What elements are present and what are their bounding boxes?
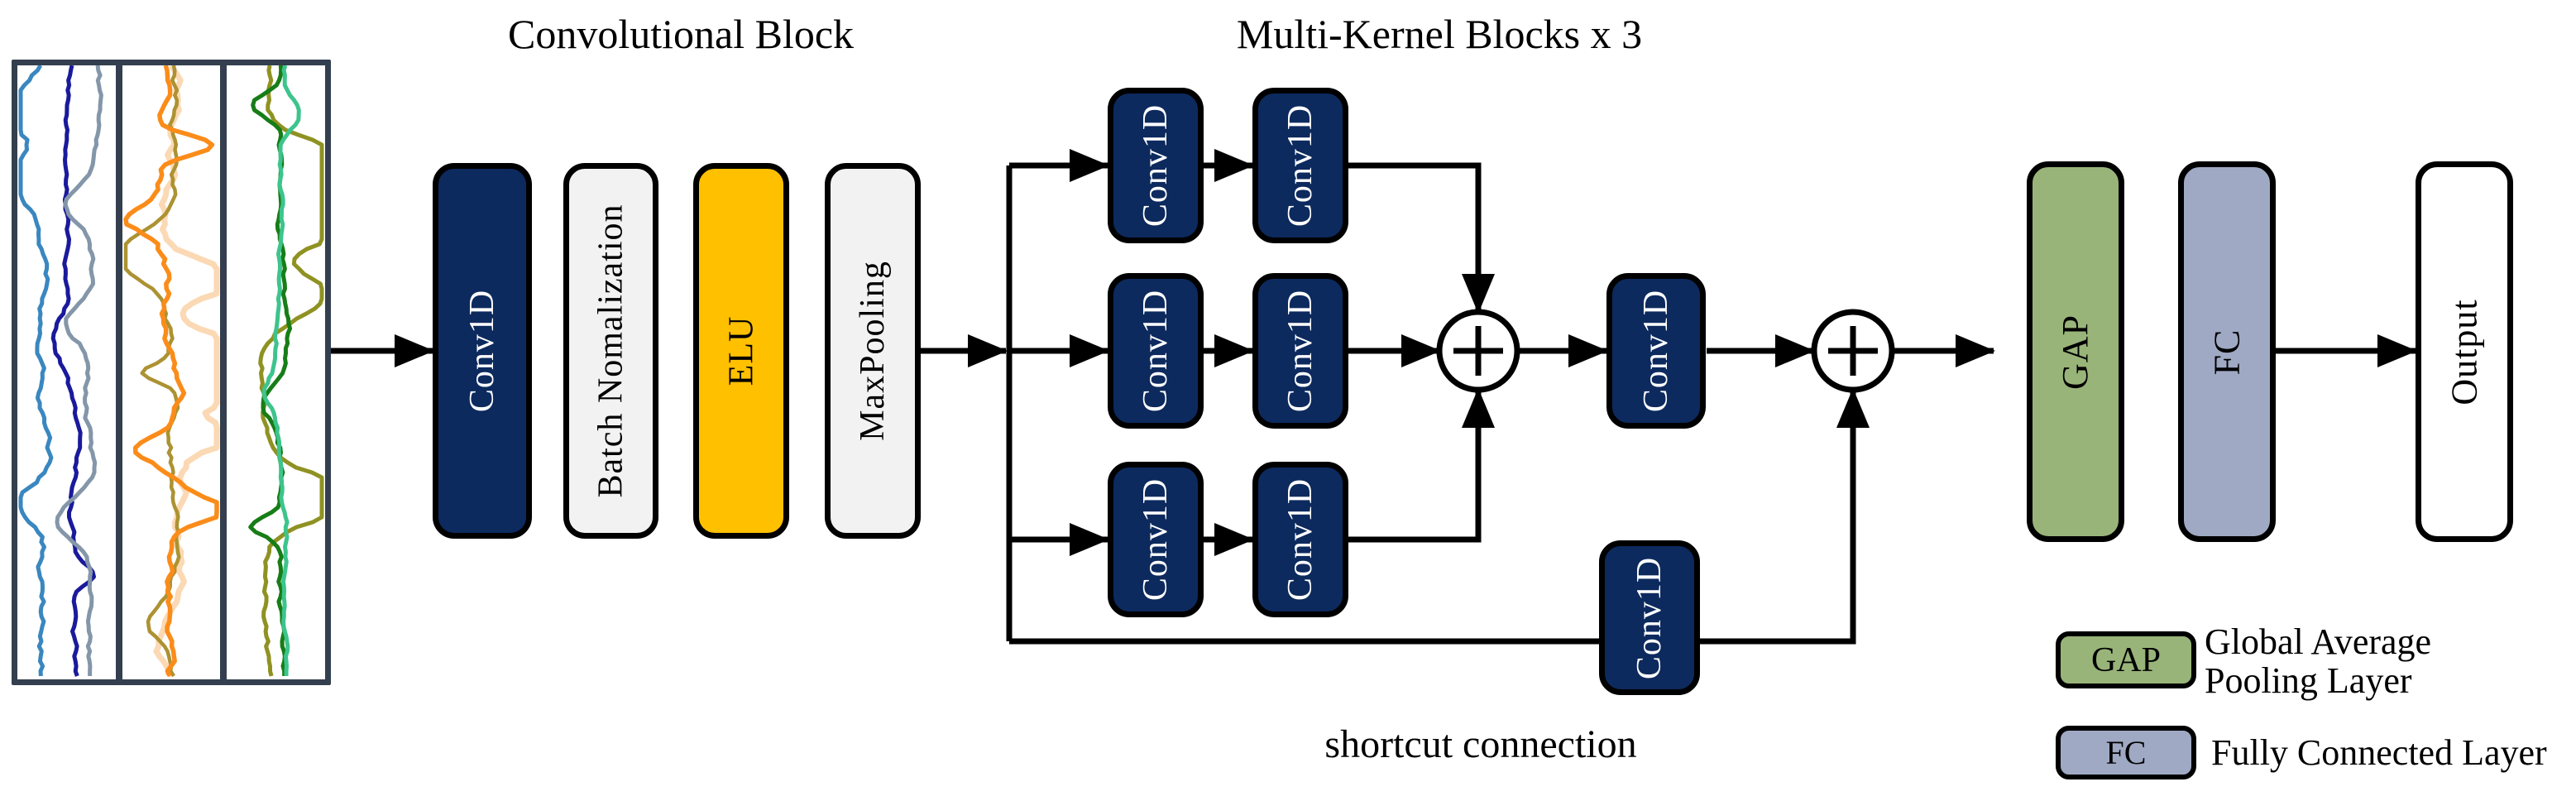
block-gap: GAP <box>2027 161 2124 542</box>
legend-gap-badge: GAP <box>2056 631 2196 688</box>
block-conv1d-row1-a: Conv1D <box>1108 88 1204 243</box>
block-label: Conv1D <box>1281 477 1320 602</box>
block-conv1d-main: Conv1D <box>433 163 532 539</box>
block-conv1d-row2-a: Conv1D <box>1108 273 1204 429</box>
block-label: Conv1D <box>1637 289 1676 413</box>
signal-track-2-plot <box>123 64 220 678</box>
signal-track-2 <box>122 64 220 679</box>
signal-trace <box>55 65 103 676</box>
legend-fc-text: Fully Connected Layer <box>2211 732 2547 773</box>
block-label: ELU <box>722 315 760 386</box>
signal-trace <box>50 65 96 677</box>
block-conv1d-post-merge: Conv1D <box>1606 273 1706 429</box>
signal-track-3 <box>227 65 325 679</box>
block-conv1d-row3-b: Conv1D <box>1252 462 1348 617</box>
block-label: GAP <box>2055 314 2096 390</box>
block-output: Output <box>2416 161 2513 542</box>
block-label: Conv1D <box>1137 289 1175 413</box>
block-label: Output <box>2444 298 2485 405</box>
signal-trace <box>258 65 324 677</box>
conv-block-title: Convolutional Block <box>507 11 855 57</box>
block-label: MaxPooling <box>854 261 892 441</box>
signal-track-1 <box>17 64 116 679</box>
row1-merge-arrow <box>1348 162 1495 314</box>
sum-nodes <box>1436 309 1895 393</box>
signal-trace <box>261 65 301 677</box>
shortcut-caption: shortcut connection <box>1324 722 1637 766</box>
legend-fc-badge: FC <box>2056 726 2196 779</box>
signal-track-3-plot <box>248 65 324 677</box>
block-label: Conv1D <box>1281 289 1320 413</box>
block-conv1d-shortcut: Conv1D <box>1599 540 1700 695</box>
multi-kernel-title: Multi-Kernel Blocks x 3 <box>1236 11 1643 57</box>
legend-gap-text-line2: Pooling Layer <box>2205 660 2412 701</box>
block-fc: FC <box>2178 161 2276 542</box>
signal-trace <box>18 64 54 677</box>
input-signals-panel <box>12 60 331 685</box>
block-conv1d-row2-b: Conv1D <box>1252 273 1348 429</box>
block-label: Conv1D <box>1630 556 1669 679</box>
block-batch-norm: Batch Nomalization <box>563 163 658 539</box>
block-label: Batch Nomalization <box>591 204 630 498</box>
row3-merge-arrow <box>1348 388 1495 543</box>
shortcut-connection-line <box>1009 388 1870 645</box>
plus-icon <box>1828 326 1878 376</box>
signal-track-1-plot <box>18 64 103 677</box>
legend-gap-text: Global Average Pooling Layer <box>2205 622 2431 700</box>
block-label: Conv1D <box>463 289 502 413</box>
block-conv1d-row3-a: Conv1D <box>1108 462 1204 617</box>
block-maxpooling: MaxPooling <box>825 163 921 539</box>
block-label: Conv1D <box>1137 103 1175 228</box>
block-label: FC <box>2206 329 2248 375</box>
block-elu: ELU <box>693 163 789 539</box>
signal-trace <box>123 65 219 678</box>
arrow-lines <box>331 149 2417 645</box>
block-label: Conv1D <box>1281 103 1320 228</box>
plus-icon <box>1453 326 1503 376</box>
block-conv1d-row1-b: Conv1D <box>1252 88 1348 243</box>
legend-gap-text-line1: Global Average <box>2205 621 2432 662</box>
block-label: Conv1D <box>1137 477 1175 602</box>
